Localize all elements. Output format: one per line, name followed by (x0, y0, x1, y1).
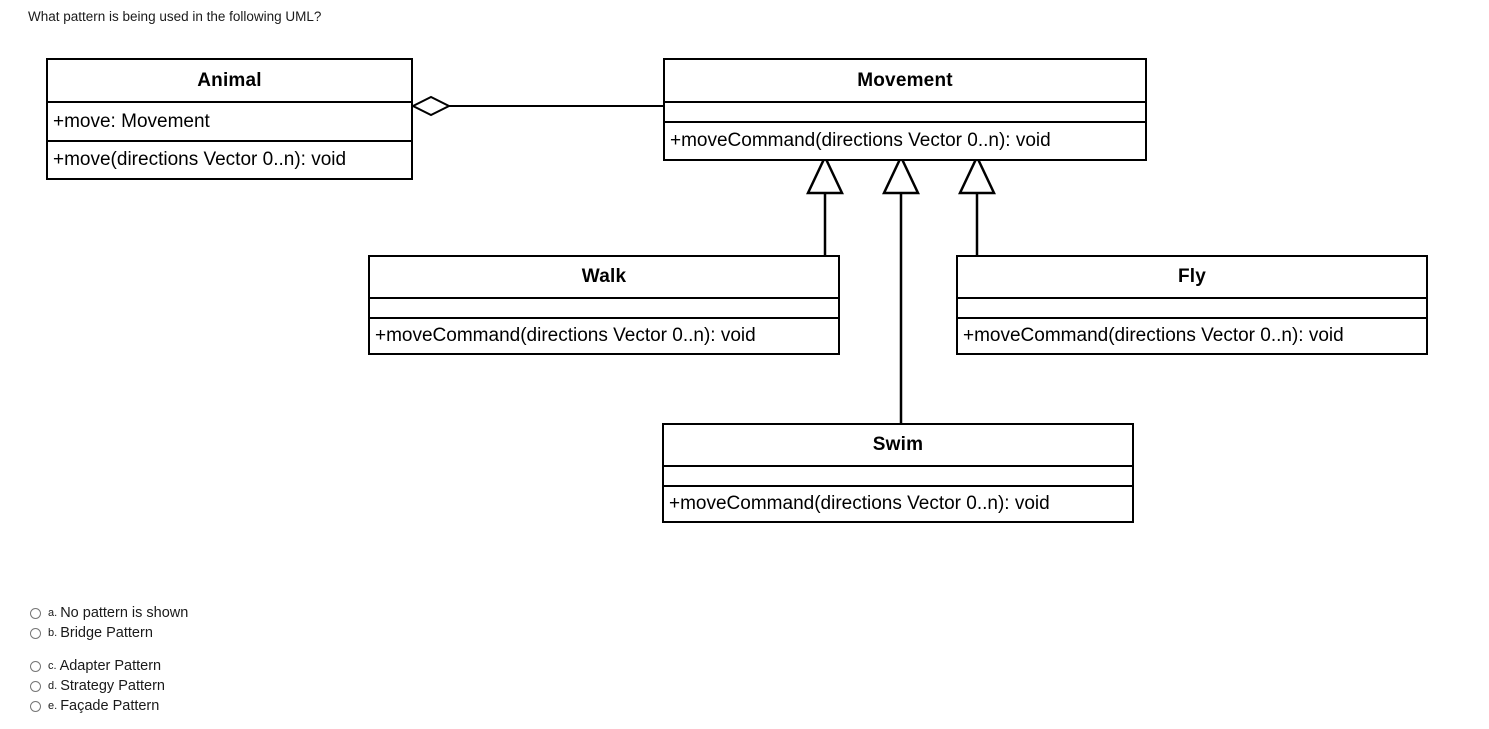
answer-option-c[interactable]: c. Adapter Pattern (30, 656, 430, 676)
uml-class-attributes (664, 465, 1132, 485)
radio-button-icon[interactable] (30, 660, 41, 672)
uml-class-attributes (665, 101, 1145, 121)
option-label: Bridge Pattern (60, 625, 153, 641)
option-label: Adapter Pattern (59, 658, 162, 674)
option-letter: c. (48, 660, 57, 672)
radio-button-icon[interactable] (30, 607, 41, 619)
option-label: Strategy Pattern (60, 678, 165, 694)
uml-class-operations: +move(directions Vector 0..n): void (48, 140, 411, 178)
generalization-fly-movement (958, 154, 996, 256)
uml-class-name: Fly (1177, 266, 1207, 287)
uml-class-animal[interactable]: Animal +move: Movement +move(directions … (46, 58, 413, 180)
uml-class-name: Animal (197, 69, 262, 91)
uml-class-name: Movement (857, 69, 953, 91)
generalization-swim-movement (882, 154, 920, 424)
generalization-walk-movement (806, 154, 844, 256)
radio-button-icon[interactable] (30, 627, 41, 639)
answer-options-group: a. No pattern is shown b. Bridge Pattern… (30, 603, 430, 716)
answer-option-a[interactable]: a. No pattern is shown (30, 603, 430, 623)
uml-class-operations: +moveCommand(directions Vector 0..n): vo… (958, 317, 1426, 353)
option-letter: e. (48, 700, 58, 712)
answer-option-d[interactable]: d. Strategy Pattern (30, 676, 430, 696)
uml-class-operations: +moveCommand(directions Vector 0..n): vo… (665, 121, 1145, 159)
uml-class-swim[interactable]: Swim +moveCommand(directions Vector 0..n… (662, 423, 1134, 523)
uml-class-walk[interactable]: Walk +moveCommand(directions Vector 0..n… (368, 255, 840, 355)
option-label: No pattern is shown (60, 605, 189, 621)
radio-button-icon[interactable] (30, 700, 41, 712)
option-label: Façade Pattern (60, 698, 160, 714)
uml-class-operations: +moveCommand(directions Vector 0..n): vo… (664, 485, 1132, 521)
uml-class-attributes (370, 297, 838, 317)
uml-class-fly[interactable]: Fly +moveCommand(directions Vector 0..n)… (956, 255, 1428, 355)
option-letter: d. (48, 680, 58, 692)
uml-class-movement[interactable]: Movement +moveCommand(directions Vector … (663, 58, 1147, 161)
uml-class-attributes (958, 297, 1426, 317)
radio-button-icon[interactable] (30, 680, 41, 692)
uml-class-name: Swim (872, 434, 924, 455)
option-letter: a. (48, 607, 58, 619)
uml-diagram: Animal +move: Movement +move(directions … (46, 58, 1428, 523)
uml-class-operations: +moveCommand(directions Vector 0..n): vo… (370, 317, 838, 353)
uml-class-attributes: +move: Movement (48, 101, 411, 140)
question-text: What pattern is being used in the follow… (28, 9, 322, 24)
uml-class-name: Walk (581, 266, 627, 287)
aggregation-animal-movement (410, 95, 663, 117)
option-letter: b. (48, 627, 58, 639)
uml-connectors (410, 95, 996, 424)
answer-option-e[interactable]: e. Façade Pattern (30, 696, 430, 716)
answer-option-b[interactable]: b. Bridge Pattern (30, 623, 430, 643)
